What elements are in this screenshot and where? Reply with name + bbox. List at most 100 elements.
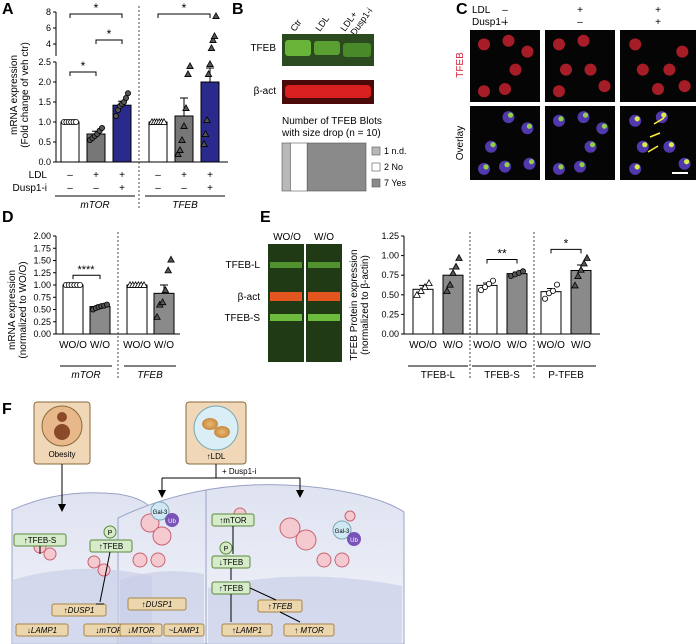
mid-box-mtor: ↓MTOR <box>127 626 155 635</box>
panel-a-ytick-label: 2.5 <box>38 57 51 67</box>
left-box-tfeb-s: ↑TFEB-S <box>24 536 56 545</box>
panel-c-cell-puncta <box>634 116 640 122</box>
panel-e-group-p-tfeb: P-TFEB <box>548 370 584 381</box>
panel-c-cell <box>574 160 586 173</box>
panel-a-sig-star: * <box>107 27 112 41</box>
panel-e-band-tfeb-l: TFEB-L <box>226 260 261 271</box>
panel-c-cell <box>678 157 691 170</box>
panel-a-ytick-label: 4 <box>46 39 51 49</box>
panel-c-cell-puncta <box>661 112 667 118</box>
ldl-icon <box>193 405 239 451</box>
panel-a-group-tfeb: TFEB <box>172 200 198 211</box>
panel-a-ytick-label: 0.0 <box>38 157 51 167</box>
panel-c-marker: + <box>655 5 661 16</box>
panel-e-bar <box>506 273 528 335</box>
panel-c-cell <box>523 157 536 170</box>
panel-e-point <box>413 290 421 298</box>
panel-a-point <box>206 59 214 67</box>
label-ldl: ↑LDL <box>207 452 226 461</box>
panel-d-sig-bracket <box>72 274 101 280</box>
panel-c-marker: + <box>577 5 583 16</box>
panel-d-point <box>140 280 148 288</box>
panel-b-band-bact: β-act <box>254 86 277 97</box>
panel-e-point <box>425 279 433 286</box>
panel-c-cell <box>553 114 565 127</box>
panel-e-lane-woo: WO/O <box>273 232 301 243</box>
panel-d-xtick-label: WO/O <box>59 340 87 351</box>
panel-c-cell <box>553 38 565 51</box>
panel-a-point <box>160 117 168 125</box>
panel-c-cell <box>636 140 649 153</box>
panel-a-point <box>204 69 213 77</box>
panel-a-point <box>209 35 217 43</box>
panel-a-ytick-label: 2.0 <box>38 77 51 87</box>
panel-b-lane-ldl: LDL <box>313 14 331 33</box>
panel-e-point <box>542 295 549 302</box>
panel-c-cell-puncta <box>507 112 514 118</box>
panel-e-ylabel-2: (normalized to β-actin) <box>360 255 371 355</box>
panel-d-ytick-label: 0.00 <box>33 329 51 339</box>
panel-c-cell <box>509 63 522 76</box>
panel-c-cell-puncta <box>483 164 489 170</box>
panel-a-marker: – <box>155 183 161 194</box>
panel-c-marker: + <box>655 17 661 28</box>
label-gal3-right: Gal-3 <box>335 529 350 535</box>
panel-e-sig-bracket <box>486 259 518 264</box>
panel-e-point <box>452 262 460 270</box>
panel-c-label-overlay: Overlay <box>455 126 466 160</box>
panel-e-xtick-label: W/O <box>507 340 527 351</box>
panel-a-point <box>182 103 190 111</box>
panel-c-cell <box>663 63 676 76</box>
panel-a-marker: + <box>207 170 213 181</box>
panel-a-sig-bracket <box>69 13 123 18</box>
panel-b-legend-swatch <box>371 162 381 172</box>
panel-a-group-mtor: mTOR <box>80 200 109 211</box>
panel-d-point <box>77 281 84 288</box>
panel-a-marker: + <box>119 183 125 194</box>
panel-a-point <box>178 135 186 143</box>
left-box-mtor: ↓mTOR <box>95 626 123 635</box>
panel-c-cell-puncta <box>558 116 564 122</box>
panel-a-ytick-label: 8 <box>46 7 51 17</box>
panel-d-xtick-label: W/O <box>90 340 110 351</box>
panel-c-cell <box>584 63 597 76</box>
panel-d-ytick-label: 0.25 <box>33 317 51 327</box>
panel-e-point <box>577 265 585 273</box>
panel-e-point <box>421 282 429 290</box>
panel-d-point <box>167 255 175 263</box>
panel-e-point <box>489 277 496 284</box>
panel-e-ytick-label: 0.00 <box>381 329 399 339</box>
panel-a-bar <box>148 121 168 163</box>
panel-a-sig-bracket <box>95 39 123 44</box>
panel-d-ytick-label: 1.75 <box>33 243 51 253</box>
panel-c-cell <box>629 114 642 127</box>
panel-d-ylabel-1: mRNA expression <box>7 270 18 350</box>
label-ub-right: Ub <box>350 538 358 544</box>
panel-e-point <box>485 280 492 287</box>
label-p-right: P <box>224 546 229 553</box>
mid-box-dusp1: ↑DUSP1 <box>142 600 173 609</box>
panel-d-group-mtor: mTOR <box>71 370 100 381</box>
panel-e-point <box>417 286 425 294</box>
panel-c-cell <box>499 83 511 96</box>
panel-c-cell <box>577 34 590 47</box>
panel-c-label-tfeb: TFEB <box>455 52 466 78</box>
panel-c-cell-puncta <box>589 142 596 148</box>
panel-a-point <box>186 61 194 69</box>
panel-a-marker: – <box>93 183 99 194</box>
right-box-mtor: ↑ MTOR <box>294 626 324 635</box>
panel-c-cell-puncta <box>528 159 535 165</box>
panel-d-bar <box>62 284 84 335</box>
panel-a-sig-star: * <box>81 59 86 73</box>
panel-c-cell <box>629 162 642 175</box>
panel-d-point <box>158 298 167 306</box>
panel-letter-f: F <box>2 401 12 418</box>
right-box-tfeb-gene: ↑TFEB <box>268 602 293 611</box>
panel-d-ytick-label: 1.00 <box>33 280 51 290</box>
panel-c-cell <box>478 85 490 98</box>
panel-d-xtick-label: W/O <box>154 340 174 351</box>
panel-e-sig-label: ** <box>497 247 507 261</box>
panel-e-point <box>477 287 484 294</box>
